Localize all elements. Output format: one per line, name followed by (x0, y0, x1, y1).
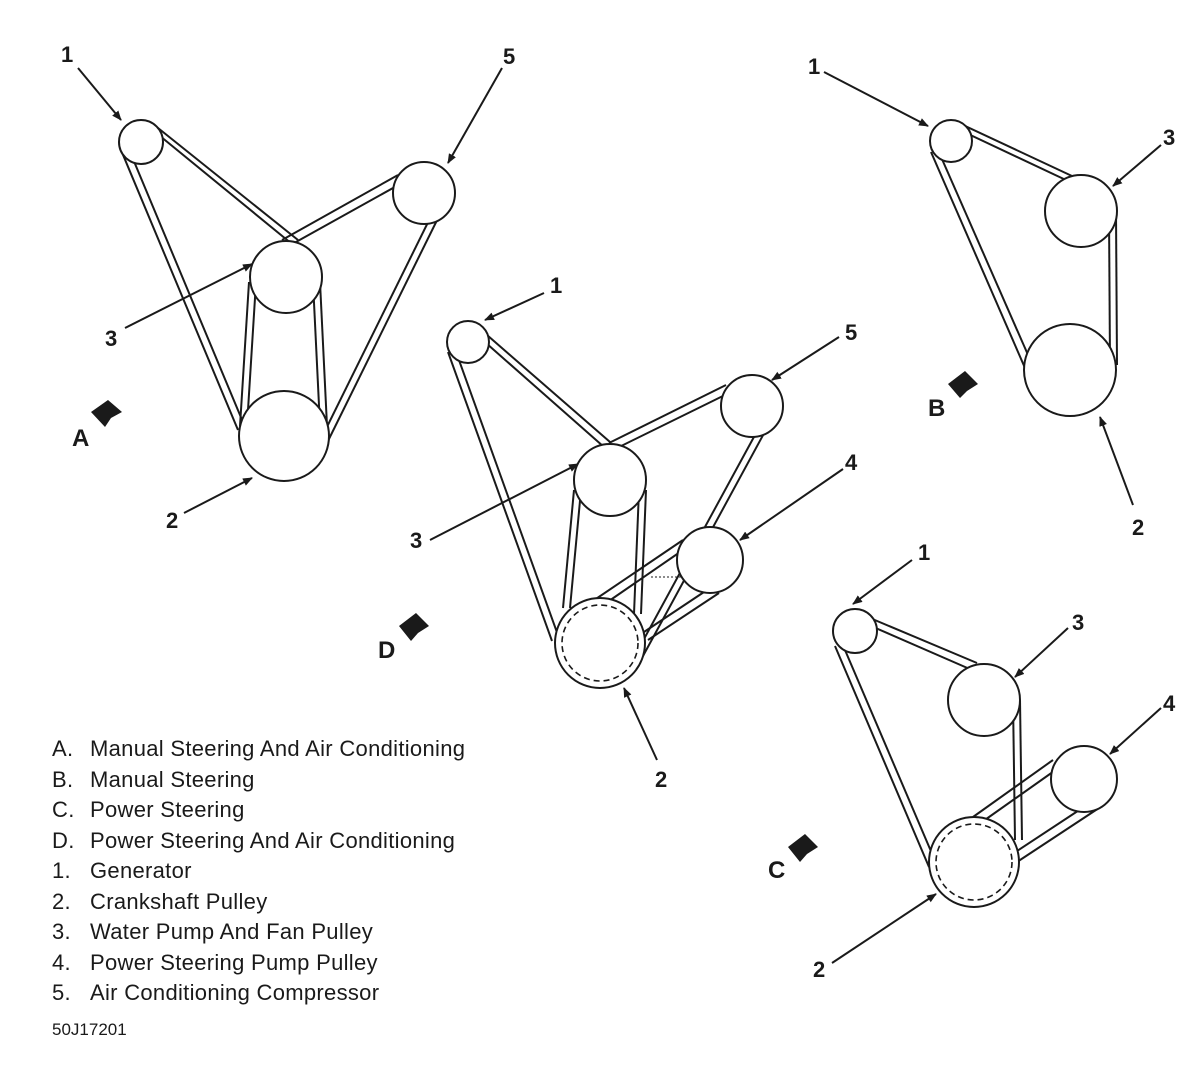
callout-d-4: 4 (845, 450, 858, 475)
callout-c-3: 3 (1072, 610, 1084, 635)
crankshaft-pulley-c (928, 816, 1020, 908)
callout-a-3: 3 (105, 326, 117, 351)
leader-d-1 (484, 292, 545, 321)
leader-b-3 (1112, 144, 1162, 187)
crankshaft-pulley-a (238, 390, 330, 482)
crankshaft-inner-d (561, 604, 639, 682)
generator-pulley-c (832, 608, 878, 654)
legend-text: Crankshaft Pulley (90, 888, 268, 914)
view-b-key: B (928, 395, 945, 422)
crankshaft-inner-c (935, 823, 1013, 901)
water-pump-pulley-c (947, 663, 1021, 737)
leader-c-3 (1014, 627, 1069, 678)
generator-pulley-b (929, 119, 973, 163)
view-d: 1 5 4 3 2 D (378, 273, 858, 792)
legend-text: Manual Steering (90, 766, 255, 792)
view-b: 1 3 2 B (808, 54, 1175, 540)
callout-a-5: 5 (503, 44, 515, 69)
generator-pulley-a (118, 119, 164, 165)
water-pump-pulley-a (249, 240, 323, 314)
legend-key: 2. (52, 888, 71, 914)
view-c-key: C (768, 857, 785, 884)
belt-c (834, 617, 1103, 868)
water-pump-pulley-d (573, 443, 647, 517)
leader-c-2 (831, 893, 937, 964)
legend-key: D. (52, 827, 75, 853)
callout-b-3: 3 (1163, 125, 1175, 150)
view-c-arrow-icon (788, 834, 818, 862)
legend-key: 1. (52, 858, 71, 883)
legend-key: A. (52, 736, 74, 761)
callout-b-1: 1 (808, 54, 820, 79)
view-c: 1 3 4 2 C (768, 540, 1176, 982)
compressor-pulley-d (720, 374, 784, 438)
legend-row-b: B. Manual Steering (52, 765, 465, 796)
leader-a-2 (183, 477, 253, 514)
leader-d-3 (429, 463, 579, 541)
callout-c-2: 2 (813, 957, 825, 982)
legend: A. Manual Steering And Air Conditioning B… (52, 734, 465, 1009)
leader-d-2 (623, 687, 658, 761)
leader-c-4 (1109, 707, 1162, 755)
callout-b-2: 2 (1132, 515, 1144, 540)
view-a-key: A (72, 425, 89, 452)
legend-row-c: C. Power Steering (52, 795, 465, 826)
compressor-pulley-a (392, 161, 456, 225)
crankshaft-pulley-d (554, 597, 646, 689)
legend-key: 3. (52, 919, 71, 944)
belt-d (447, 334, 769, 657)
legend-text: Water Pump And Fan Pulley (90, 919, 374, 944)
legend-key: C. (52, 797, 75, 822)
legend-row-2: 2. Crankshaft Pulley (52, 887, 465, 918)
legend-key: 5. (52, 980, 71, 1005)
legend-row-d: D. Power Steering And Air Conditioning (52, 826, 465, 857)
power-steering-pulley-d (676, 526, 744, 594)
belt-a (120, 127, 448, 448)
generator-pulley-d (446, 320, 490, 364)
legend-row-4: 4. Power Steering Pump Pulley (52, 948, 465, 979)
callout-c-1: 1 (918, 540, 930, 565)
legend-row-a: A. Manual Steering And Air Conditioning (52, 734, 465, 765)
power-steering-pulley-c (1050, 745, 1118, 813)
view-a-arrow-icon (91, 400, 122, 427)
leader-a-3 (124, 263, 253, 329)
legend-row-1: 1. Generator (52, 856, 465, 887)
view-d-key: D (378, 637, 395, 664)
legend-text: Air Conditioning Compressor (90, 980, 380, 1005)
belt-b (930, 124, 1118, 369)
figure-code: 50J17201 (52, 1020, 127, 1039)
view-b-arrow-icon (948, 371, 978, 398)
legend-key: 4. (52, 949, 71, 975)
callout-d-2: 2 (655, 767, 667, 792)
callout-a-1: 1 (61, 42, 73, 67)
leader-d-4 (739, 468, 844, 541)
callout-d-5: 5 (845, 320, 857, 345)
callout-d-3: 3 (410, 528, 422, 553)
leader-b-2 (1099, 416, 1134, 506)
water-pump-pulley-b (1044, 174, 1118, 248)
legend-row-5: 5. Air Conditioning Compressor (52, 978, 465, 1009)
view-d-arrow-icon (399, 613, 429, 641)
leader-c-1 (852, 559, 913, 605)
legend-key: B. (52, 766, 74, 792)
leader-b-1 (823, 71, 929, 127)
legend-row-3: 3. Water Pump And Fan Pulley (52, 917, 465, 948)
callout-d-1: 1 (550, 273, 562, 298)
callout-a-2: 2 (166, 508, 178, 533)
leader-a-1 (77, 67, 122, 121)
crankshaft-pulley-b (1023, 323, 1117, 417)
legend-text: Power Steering And Air Conditioning (90, 827, 456, 853)
view-a: 1 5 3 2 A (61, 42, 515, 533)
callout-c-4: 4 (1163, 691, 1176, 716)
leader-d-5 (771, 336, 840, 381)
legend-text: Generator (90, 858, 192, 883)
legend-text: Manual Steering And Air Conditioning (90, 736, 466, 761)
legend-text: Power Steering (90, 797, 245, 822)
leader-a-5 (447, 67, 503, 164)
legend-text: Power Steering Pump Pulley (90, 949, 378, 975)
